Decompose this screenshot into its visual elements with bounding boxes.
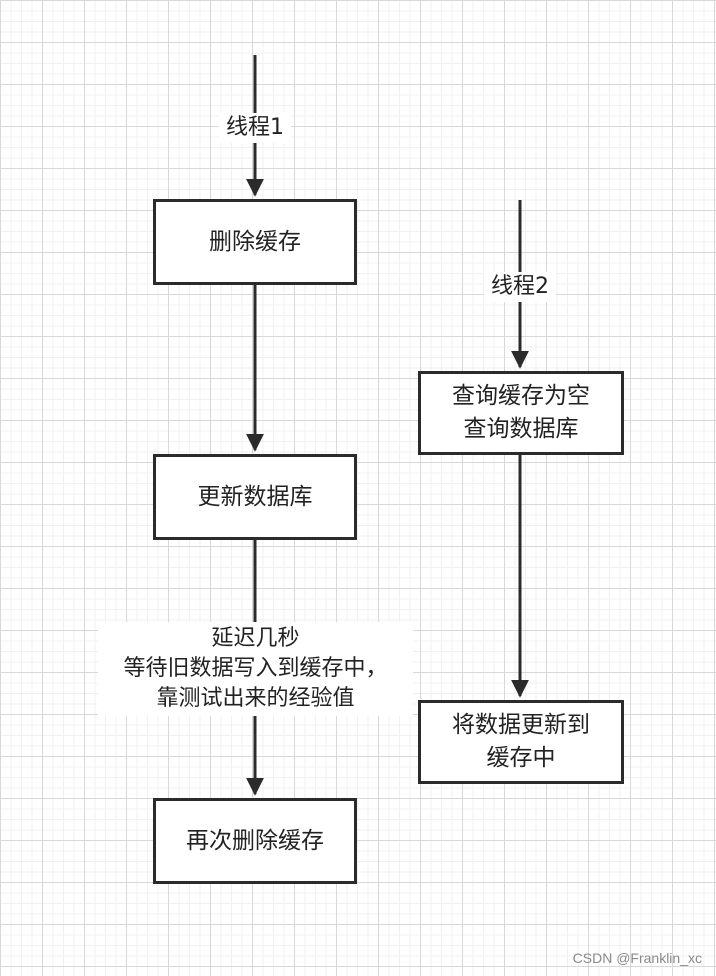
delay-note-line3: 靠测试出来的经验值 [156,686,355,711]
query-line2: 查询数据库 [463,416,579,442]
delay-note-line2: 等待旧数据写入到缓存中， [123,656,388,681]
watermark: CSDN @Franklin_xc [572,950,702,966]
box-query-cache-empty: 查询缓存为空 查询数据库 [418,371,624,455]
box-delete-cache: 删除缓存 [153,199,357,285]
box-delete-cache-again: 再次删除缓存 [153,798,357,884]
delay-note-line1: 延迟几秒 [211,626,300,651]
thread2-label: 线程2 [484,272,556,302]
box-write-cache: 将数据更新到 缓存中 [418,700,624,784]
box-update-database: 更新数据库 [153,454,357,540]
write-cache-line1: 将数据更新到 [452,712,590,738]
write-cache-line2: 缓存中 [486,745,556,771]
query-line1: 查询缓存为空 [452,383,590,409]
delay-note: 延迟几秒 等待旧数据写入到缓存中， 靠测试出来的经验值 [98,622,413,716]
thread1-label: 线程1 [219,113,291,143]
